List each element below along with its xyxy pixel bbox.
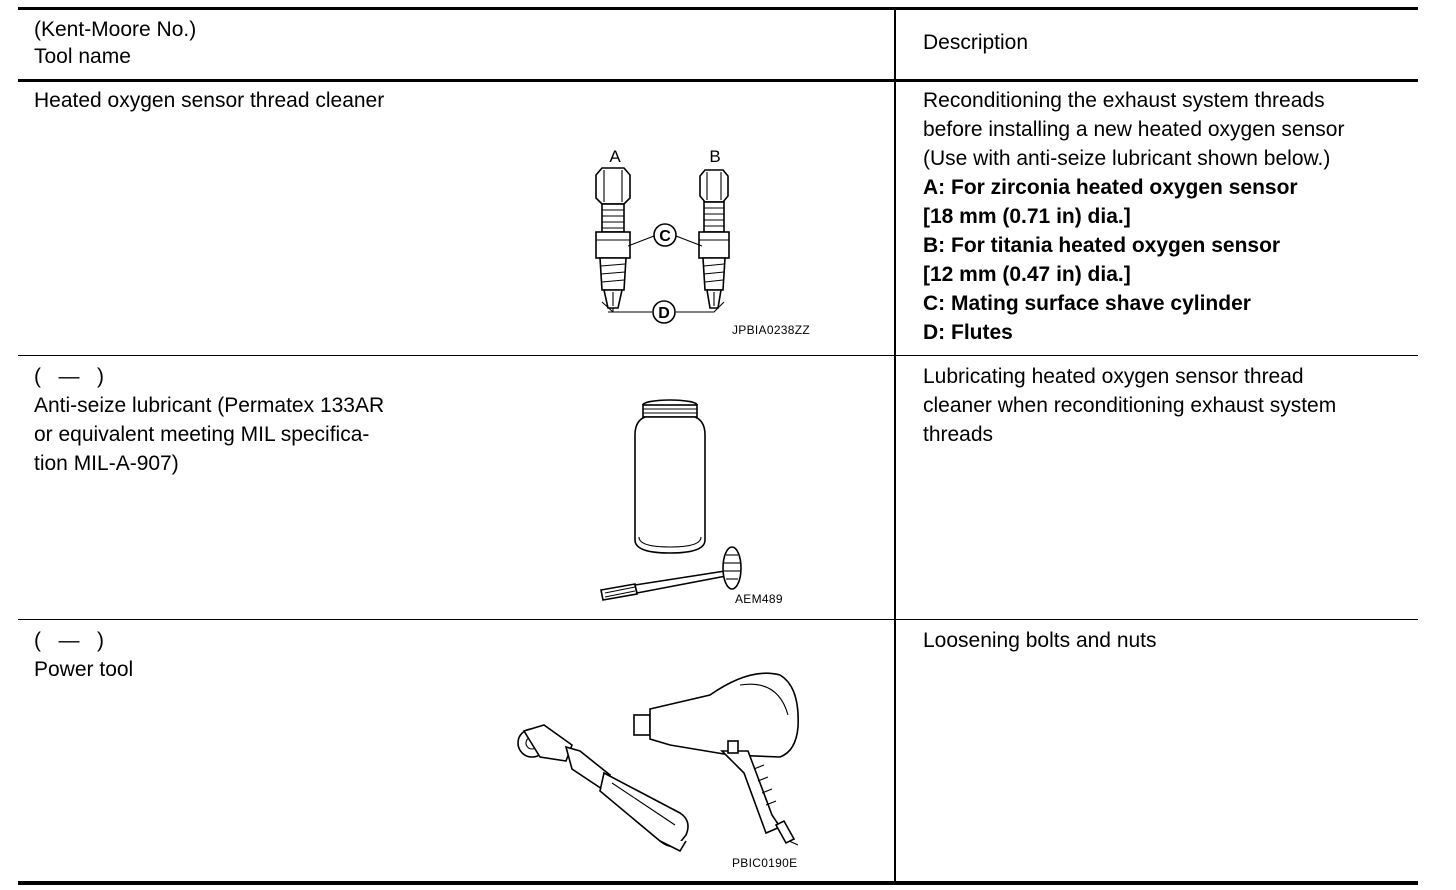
row1-desc-line8: C: Mating surface shave cylinder [923, 292, 1251, 315]
row1-desc-line7: [12 mm (0.47 in) dia.] [923, 263, 1131, 286]
header-tool-line2: Tool name [34, 45, 131, 68]
label-d: D [658, 305, 670, 322]
air-ratchet-drawing [517, 724, 689, 853]
bottle-drawing [634, 399, 706, 554]
label-a: A [609, 147, 621, 166]
row2-desc-line3: threads [923, 423, 994, 446]
header-bottom-border [18, 79, 1418, 82]
row2-desc-line1: Lubricating heated oxygen sensor thread [923, 365, 1304, 388]
row1-figure-code: JPBIA0238ZZ [732, 323, 811, 337]
impact-wrench-drawing [633, 672, 799, 846]
lubricant-bottle-and-brush-illustration [600, 399, 742, 601]
row1-desc-line9: D: Flutes [923, 321, 1013, 344]
row3-figure-code: PBIC0190E [732, 856, 798, 870]
tool-b-drawing [698, 169, 730, 309]
label-b: B [709, 147, 720, 166]
row3-kent-moore-no: ( — ) [34, 629, 104, 652]
row1-tool-name: Heated oxygen sensor thread cleaner [34, 89, 385, 112]
row1-desc-line1: Reconditioning the exhaust system thread… [923, 89, 1325, 112]
row2-figure-code: AEM489 [735, 592, 783, 606]
row2-tool-line4: tion MIL-A-907) [34, 452, 179, 475]
row2-tool-line3: or equivalent meeting MIL specifica- [34, 423, 370, 446]
row1-desc-line5: [18 mm (0.71 in) dia.] [923, 205, 1131, 228]
row2-tool-line2: Anti-seize lubricant (Permatex 133AR [34, 394, 385, 417]
row2-desc-line2: cleaner when reconditioning exhaust syst… [923, 394, 1337, 417]
row1-desc-line3: (Use with anti-seize lubricant shown bel… [923, 147, 1331, 170]
callout-c-circle [653, 223, 677, 247]
brush-drawing [600, 546, 742, 601]
label-c: C [659, 228, 671, 245]
row1-desc-line4: A: For zirconia heated oxygen sensor [923, 176, 1298, 199]
row3-desc-line1: Loosening bolts and nuts [923, 629, 1157, 652]
table-top-border [18, 7, 1418, 10]
thread-cleaner-illustration: A B C D [595, 147, 730, 324]
table-bottom-border [18, 881, 1418, 885]
row3-tool-name: Power tool [34, 658, 134, 681]
row1-desc-line6: B: For titania heated oxygen sensor [923, 234, 1281, 257]
row-divider-2 [18, 619, 1418, 620]
ratchet-and-impact-wrench-illustration [517, 672, 799, 853]
callout-d-circle [652, 300, 676, 324]
tool-a-drawing [595, 167, 631, 309]
header-tool-line1: (Kent-Moore No.) [34, 18, 197, 41]
header-description: Description [923, 31, 1029, 54]
column-divider [894, 7, 896, 884]
row-divider-1 [18, 355, 1418, 356]
row2-kent-moore-no: ( — ) [34, 365, 104, 388]
row1-desc-line2: before installing a new heated oxygen se… [923, 118, 1345, 141]
